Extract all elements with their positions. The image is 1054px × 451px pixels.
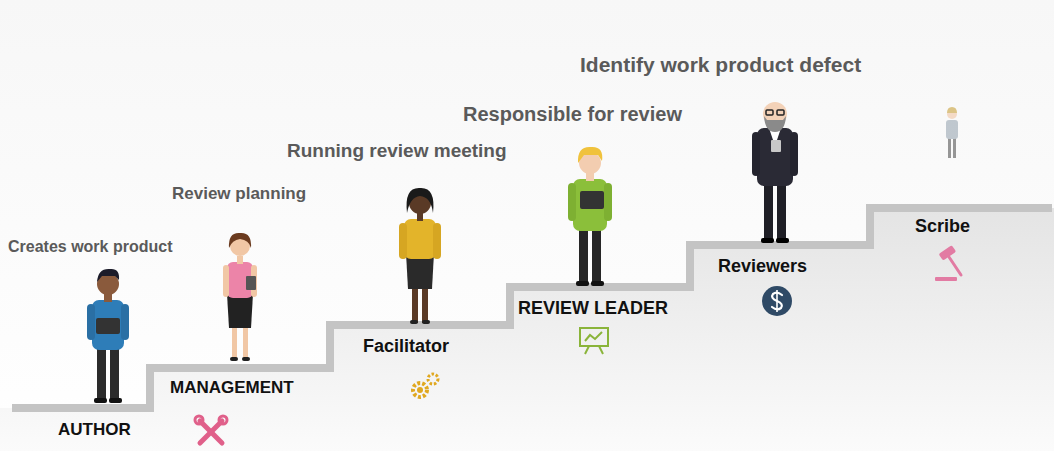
tools-icon xyxy=(195,416,227,443)
role-description: Running review meeting xyxy=(287,141,507,162)
role-name: REVIEW LEADER xyxy=(518,299,668,319)
role-description: Responsible for review xyxy=(463,103,682,125)
role-description: Creates work product xyxy=(8,238,172,256)
role-name: MANAGEMENT xyxy=(170,379,294,398)
role-name: AUTHOR xyxy=(58,421,131,440)
role-name: Reviewers xyxy=(718,257,807,277)
gavel-icon xyxy=(935,245,961,281)
presentation-chart-icon xyxy=(580,328,608,354)
author-figure xyxy=(87,269,129,403)
facilitator-figure xyxy=(399,188,441,324)
management-figure xyxy=(223,233,257,361)
reviewer-figure xyxy=(752,102,798,243)
review-leader-figure xyxy=(568,147,612,286)
gears-icon xyxy=(413,374,438,397)
role-name: Facilitator xyxy=(363,337,449,357)
dollar-icon xyxy=(762,286,792,316)
stair-shade xyxy=(0,208,1054,451)
role-description: Identify work product defect xyxy=(580,53,861,76)
scribe-figure xyxy=(946,107,958,158)
role-description: Review planning xyxy=(172,185,306,204)
role-name: Scribe xyxy=(915,217,970,237)
